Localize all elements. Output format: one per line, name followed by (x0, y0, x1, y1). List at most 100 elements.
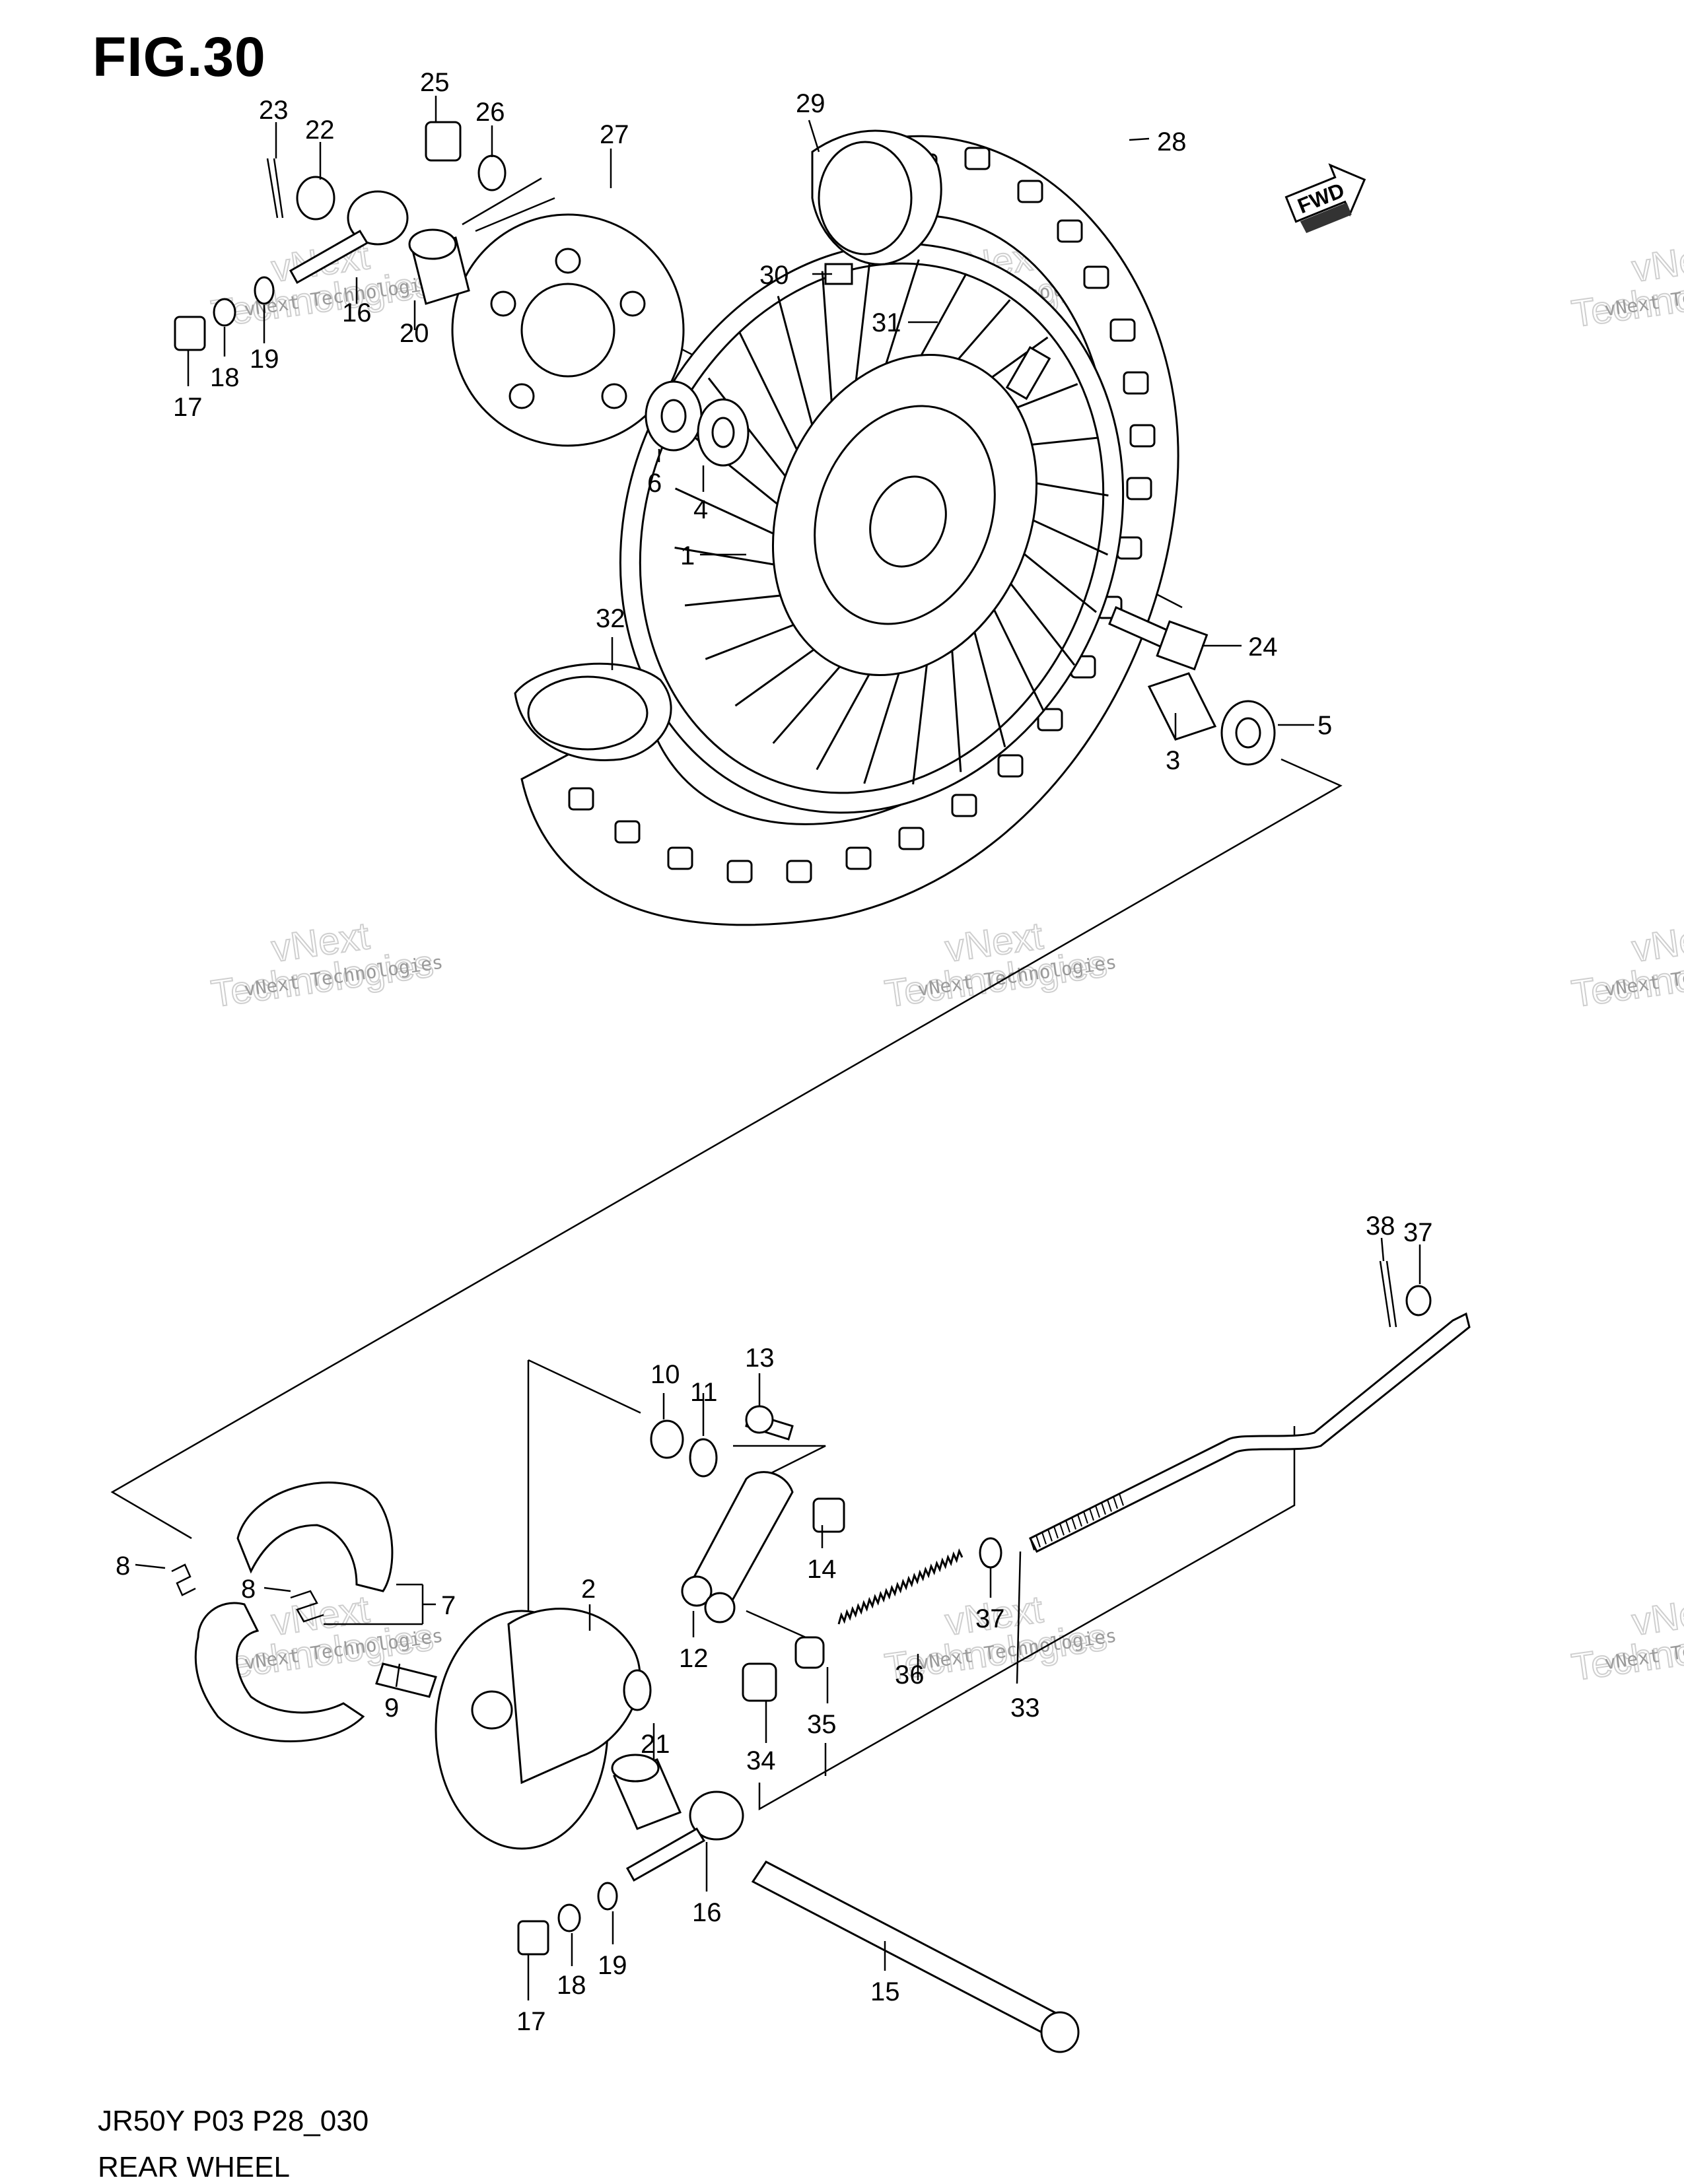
chain-adjuster-16 (289, 190, 409, 285)
callout-38: 38 (1366, 1211, 1395, 1241)
callout-36: 36 (895, 1660, 925, 1689)
callout-4: 4 (693, 495, 708, 524)
inner-tube-bottom (514, 662, 672, 761)
spring-8a (171, 1563, 196, 1596)
washer-18-lower (557, 1903, 581, 1932)
callout-18b: 18 (557, 1971, 586, 2000)
callout-29: 29 (796, 89, 825, 118)
joint-35 (794, 1636, 825, 1669)
leader-lines (135, 96, 1421, 2000)
callout-35: 35 (807, 1710, 837, 1739)
nut-14 (812, 1497, 845, 1533)
rear-sprocket (451, 213, 685, 447)
watermark-text: vNext (1629, 234, 1684, 290)
callout-17b: 17 (516, 2007, 546, 2036)
brake-cam-9 (375, 1662, 437, 1698)
cotter-pin-23 (266, 158, 284, 219)
wheel-rim (619, 242, 1125, 814)
callout-34: 34 (746, 1746, 776, 1775)
callout-14: 14 (807, 1555, 837, 1584)
washer-19-lower (597, 1882, 618, 1911)
callout-27: 27 (600, 120, 629, 149)
brake-arm-12 (681, 1471, 794, 1623)
nut-22 (296, 176, 335, 221)
axle-bolt-24 (1108, 605, 1209, 671)
spacer-20 (408, 228, 470, 305)
callout-5: 5 (1317, 711, 1332, 740)
callout-31: 31 (872, 308, 901, 337)
watermark: Technologies vNext vNext Technologies (1568, 234, 1684, 336)
nut-34 (742, 1662, 777, 1702)
callout-16: 16 (342, 298, 372, 327)
callout-2: 2 (581, 1575, 596, 1604)
callout-8b: 8 (241, 1575, 256, 1604)
callout-6: 6 (647, 469, 662, 498)
washer-10 (650, 1419, 684, 1459)
callout-1: 1 (680, 541, 695, 570)
watermark: Technologies vNext vNext Technologies (1568, 914, 1684, 1016)
callout-17: 17 (173, 393, 203, 422)
callout-19: 19 (250, 345, 279, 374)
watermark-text: vNext (1629, 1588, 1684, 1644)
bearing-5 (1220, 700, 1276, 766)
callout-10: 10 (650, 1360, 680, 1389)
callout-25: 25 (420, 68, 450, 97)
callout-16b: 16 (692, 1898, 722, 1927)
rear-axle-15 (751, 1860, 1080, 2053)
chain-adjuster-16-lower (625, 1791, 744, 1882)
washer-37 (979, 1537, 1002, 1569)
fwd-arrow-icon: FWD (1284, 163, 1366, 234)
callout-37: 37 (975, 1604, 1005, 1633)
callout-23: 23 (259, 96, 289, 125)
callout-18: 18 (210, 363, 240, 392)
callout-7: 7 (441, 1591, 456, 1620)
watermark: Technologies vNext vNext Technologies (208, 914, 444, 1016)
bearing-4 (697, 398, 750, 467)
bearing-6 (645, 380, 703, 452)
callout-12: 12 (679, 1644, 709, 1673)
brake-rod-33 (1028, 1312, 1471, 1553)
brake-panel (435, 1608, 652, 1850)
callout-labels: 1 2 3 4 5 6 7 8 8 9 10 11 12 13 14 15 16… (116, 68, 1433, 2036)
callout-20: 20 (400, 319, 429, 348)
nut-25 (425, 121, 462, 162)
brake-spring-36 (837, 1548, 964, 1625)
callout-19b: 19 (598, 1951, 627, 1980)
bolt-13 (745, 1405, 794, 1441)
callout-11: 11 (690, 1378, 718, 1407)
callout-26: 26 (475, 98, 505, 127)
callout-15: 15 (870, 1977, 900, 2006)
spacer-21 (611, 1754, 682, 1830)
nut-17 (174, 316, 206, 351)
washer-18 (213, 298, 236, 327)
spring-8b (290, 1590, 324, 1623)
callout-28: 28 (1157, 127, 1187, 156)
diagram-title: REAR WHEEL (98, 2151, 290, 2183)
callout-33: 33 (1010, 1693, 1040, 1723)
washer-19 (254, 276, 275, 305)
washer-37-upper (1405, 1285, 1432, 1316)
callout-24: 24 (1248, 632, 1278, 662)
inner-tube-top (811, 129, 942, 265)
brake-shoe-lower (194, 1602, 365, 1742)
callout-9: 9 (384, 1693, 399, 1723)
washer-26 (477, 154, 507, 191)
callout-3: 3 (1166, 746, 1180, 775)
washer-11 (689, 1438, 718, 1478)
spacer-3 (1147, 672, 1217, 741)
callout-13: 13 (745, 1344, 775, 1373)
callout-22: 22 (305, 116, 335, 145)
watermark: Technologies vNext vNext Technologies (1568, 1587, 1684, 1689)
callout-32: 32 (596, 604, 625, 633)
callout-30: 30 (759, 261, 789, 290)
cotter-pin-38 (1379, 1260, 1397, 1328)
nut-17-lower (517, 1920, 549, 1956)
callout-8: 8 (116, 1552, 130, 1581)
watermark-text: vNext (1629, 914, 1684, 971)
brake-shoe-upper (236, 1482, 394, 1592)
diagram-code: JR50Y P03 P28_030 (98, 2105, 369, 2137)
callout-21: 21 (641, 1730, 670, 1759)
figure-title: FIG.30 (92, 26, 266, 88)
